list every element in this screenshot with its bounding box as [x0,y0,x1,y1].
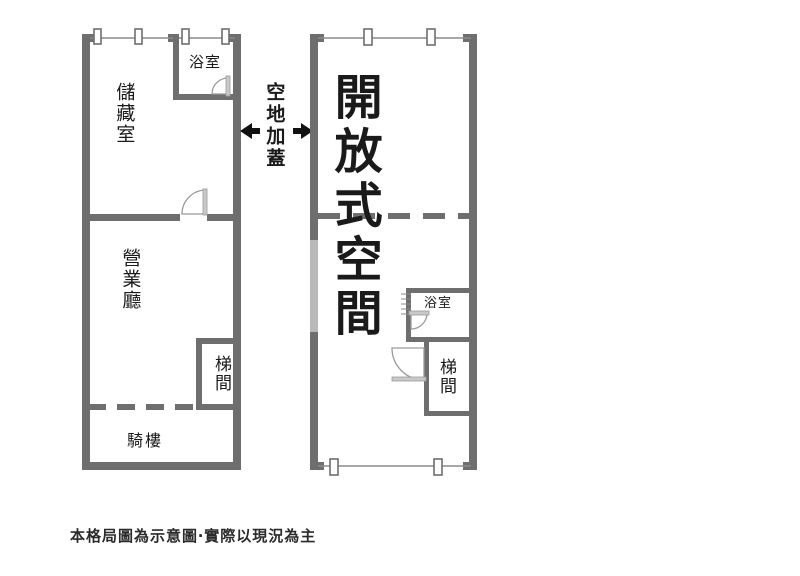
right-unit-bottom-window-marks [329,458,443,476]
right-unit-stairwell [391,342,471,416]
partition-west-part [82,214,180,221]
hall-door-leaf [202,188,208,216]
left-unit-stairwell [196,338,241,410]
right-unit [310,28,477,476]
window-mark [134,28,143,45]
bathroom-west-wall [173,34,179,100]
room-label-storage: 儲藏室 [113,82,136,145]
room-label-bathroom-left: 浴室 [189,53,222,71]
right-stairwell-door-leaf [391,376,427,382]
right-unit-top-window-marks [363,28,436,46]
window-mark [181,28,190,45]
window-mark [433,458,443,476]
right-bathroom-south-wall [406,337,471,342]
right-unit-bathroom [401,288,471,342]
room-label-arcade: 騎樓 [127,431,164,450]
left-unit-window-marks [93,28,230,45]
room-label-stairwell-left: 梯間 [211,355,232,393]
area-label-open-yard: 空地加蓋 [263,82,286,170]
stairwell-north-wall [196,338,241,344]
room-label-stairwell-right: 梯間 [436,358,457,396]
left-unit-bathroom [173,34,235,100]
right-unit-west-wall-opening [310,240,318,332]
bathroom-south-wall [173,94,235,100]
window-mark [426,28,436,46]
partition-east-part [207,214,241,221]
right-unit-west-wall-lower [310,332,318,470]
disclaimer-caption: 本格局圖為示意圖‧實際以現況為主 [70,527,317,545]
left-unit-west-wall [82,34,90,470]
right-stairwell-south-wall [424,411,471,416]
right-unit-north-wall-corner-w [310,34,324,42]
room-label-business-hall: 營業廳 [119,248,142,311]
bathroom-door-leaf [225,75,231,97]
arrow-right-icon [293,123,313,139]
left-unit-north-wall-corner-w [82,34,96,42]
right-stairwell-west-wall [424,342,429,416]
left-unit-south-wall [82,462,241,470]
area-label-open-space: 開放式空間 [325,72,382,342]
arrow-left-icon [240,123,260,139]
open-yard-arrows [240,123,313,139]
right-bathroom-wall-hatch [401,293,411,315]
left-unit-east-wall [233,34,241,470]
stairwell-south-wall [196,404,241,410]
left-unit [82,28,241,470]
right-bathroom-door-leaf [408,310,430,316]
window-mark [221,28,230,45]
window-mark [93,28,102,45]
right-unit-west-wall-upper [310,34,318,240]
window-mark [329,458,339,476]
stairwell-west-wall [196,338,202,410]
right-bathroom-north-wall [406,288,471,293]
left-unit-partition-storage-hall [82,188,241,221]
right-unit-south-wall-corner-w [310,462,324,470]
right-bathroom-west-wall [406,288,411,342]
right-unit-east-wall [469,34,477,470]
room-label-bathroom-right: 浴室 [424,296,453,311]
window-mark [363,28,373,46]
